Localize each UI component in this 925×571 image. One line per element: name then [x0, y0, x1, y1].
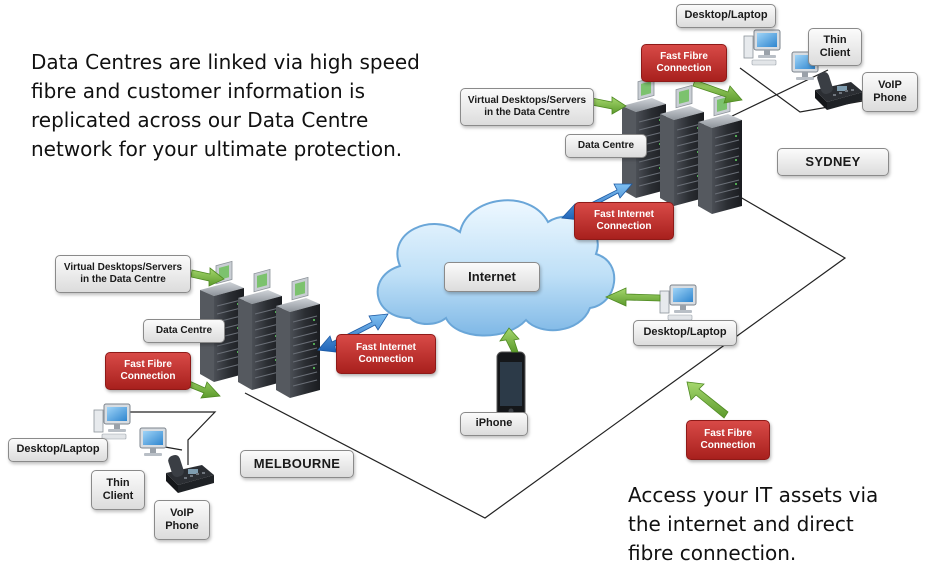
- melbourne-fast-internet-label: Fast Internet Connection: [336, 334, 436, 374]
- sydney-fast-internet-label: Fast Internet Connection: [574, 202, 674, 240]
- sydney-thin-client-label: Thin Client: [808, 28, 862, 66]
- melbourne-data-centre-label: Data Centre: [143, 319, 225, 343]
- melbourne-virtual-desktops-label: Virtual Desktops/Servers in the Data Cen…: [55, 255, 191, 293]
- caption-data-centres: Data Centres are linked via high speed f…: [31, 50, 420, 161]
- sydney-fibre-arrow-icon: [692, 79, 743, 104]
- melbourne-fast-fibre-label: Fast Fibre Connection: [105, 352, 191, 390]
- melbourne-voip-phone-label: VoIP Phone: [154, 500, 210, 540]
- melbourne-city-label: MELBOURNE: [240, 450, 354, 478]
- melbourne-thin-client-icon: [139, 427, 167, 457]
- melbourne-voip-phone-icon: [166, 453, 214, 493]
- sydney-voip-phone-label: VoIP Phone: [862, 72, 918, 112]
- remote-desktop-arrow-icon: [605, 287, 661, 307]
- melbourne-desktop-laptop-label: Desktop/Laptop: [8, 438, 108, 462]
- sydney-fast-fibre-label: Fast Fibre Connection: [641, 44, 727, 82]
- iphone-label: iPhone: [460, 412, 528, 436]
- melbourne-thin-client-label: Thin Client: [91, 470, 145, 510]
- internet-label: Internet: [444, 262, 540, 292]
- sydney-desktop-laptop-label: Desktop/Laptop: [676, 4, 776, 28]
- remote-fast-fibre-label: Fast Fibre Connection: [686, 420, 770, 460]
- caption-access-assets: Access your IT assets via the internet a…: [628, 483, 879, 565]
- sydney-voip-phone-icon: [815, 70, 863, 110]
- sydney-data-centre-label: Data Centre: [565, 134, 647, 158]
- melbourne-desktop-icon: [94, 404, 130, 439]
- sydney-virtual-desktops-label: Virtual Desktops/Servers in the Data Cen…: [460, 88, 594, 126]
- remote-desktop-laptop-label: Desktop/Laptop: [633, 320, 737, 346]
- melbourne-virtual-arrow-icon: [190, 267, 225, 287]
- sydney-virtual-arrow-icon: [591, 96, 627, 115]
- sydney-desktop-icon: [744, 30, 780, 65]
- iphone-arrow-icon: [499, 327, 520, 353]
- sydney-city-label: SYDNEY: [777, 148, 889, 176]
- iphone-icon: [496, 351, 526, 419]
- remote-desktop-icon: [660, 285, 696, 320]
- melbourne-internet-arrow-icon: [317, 313, 389, 353]
- remote-fibre-arrow-icon: [686, 381, 729, 419]
